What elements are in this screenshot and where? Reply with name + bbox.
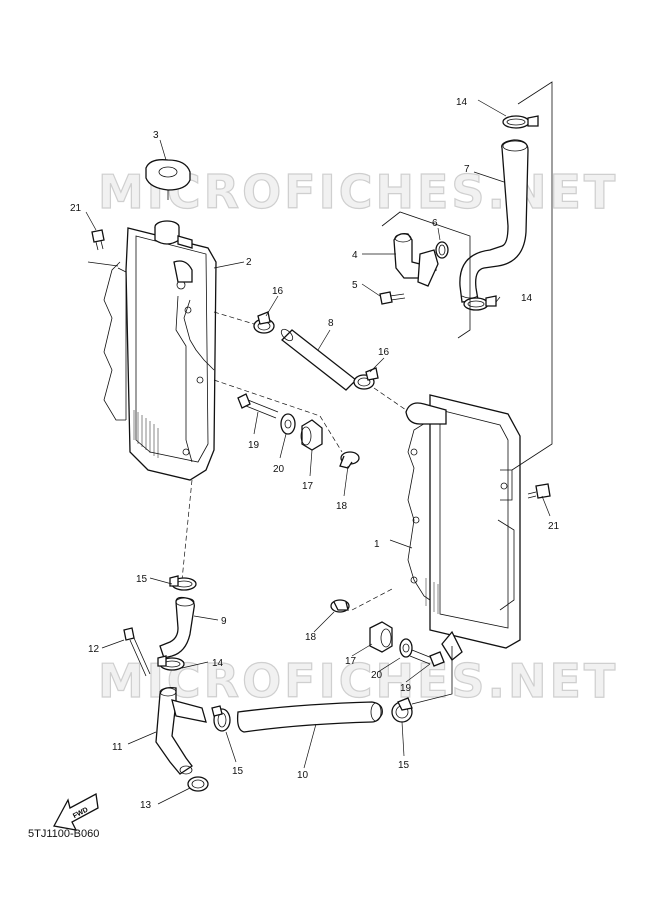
callout-2: 2 (246, 257, 252, 268)
clamp-15-lower-left (211, 705, 231, 732)
clamp-14-upper (502, 115, 539, 129)
damper-17-lower (369, 621, 393, 653)
callout-16-left: 16 (272, 286, 284, 297)
callout-13: 13 (140, 800, 152, 811)
callout-14-lower: 14 (212, 658, 224, 669)
joint-4 (393, 232, 439, 287)
callout-17-lower: 17 (345, 656, 357, 667)
callout-19-lower: 19 (400, 683, 412, 694)
bolt-21-right (527, 483, 551, 499)
callout-19-upper: 19 (248, 440, 260, 451)
callout-15-upper: 15 (136, 574, 148, 585)
fwd-arrow-icon: FWD (53, 792, 99, 831)
pipe-11 (155, 686, 207, 775)
callout-16-right: 16 (378, 347, 390, 358)
callout-1: 1 (374, 539, 380, 550)
callout-14-upper: 14 (456, 97, 468, 108)
leader-lines (85, 99, 551, 805)
bolt-19-upper (237, 393, 279, 419)
diagram-code: 5TJ1100-B060 (28, 828, 100, 840)
callout-15-lower-right: 15 (398, 760, 410, 771)
left-radiator (103, 220, 217, 481)
callout-14-middle: 14 (521, 293, 533, 304)
clamp-15-lower-right (391, 697, 413, 723)
callout-11: 11 (112, 742, 123, 753)
callout-15-lower-left: 15 (232, 766, 244, 777)
callout-8: 8 (328, 318, 334, 329)
callout-18-upper: 18 (336, 501, 348, 512)
bolt-5 (379, 291, 406, 305)
callout-21-left: 21 (70, 203, 82, 214)
callout-6: 6 (432, 218, 438, 229)
callout-12: 12 (88, 644, 100, 655)
washer-20-lower (399, 638, 413, 658)
o-ring-6 (435, 241, 449, 259)
callout-7: 7 (464, 164, 470, 175)
right-radiator (405, 394, 521, 661)
pipe-8 (280, 328, 357, 391)
callout-21-right: 21 (548, 521, 560, 532)
callout-20-lower: 20 (371, 670, 383, 681)
callout-4: 4 (352, 250, 358, 261)
o-ring-13 (187, 776, 209, 792)
callout-5: 5 (352, 280, 358, 291)
callout-18-lower: 18 (305, 632, 317, 643)
clamp-15-upper (169, 575, 197, 591)
hose-9 (159, 596, 195, 659)
callout-17-upper: 17 (302, 481, 314, 492)
hose-7 (459, 139, 529, 303)
bolt-21-left (91, 229, 105, 251)
clamp-16-right (353, 367, 379, 390)
collar-18-lower (330, 599, 350, 613)
callout-9: 9 (221, 616, 227, 627)
bolt-12 (123, 627, 151, 677)
hose-10 (236, 701, 383, 733)
callout-20-upper: 20 (273, 464, 285, 475)
radiator-cap (145, 159, 191, 200)
callout-10: 10 (297, 770, 309, 781)
damper-17-upper (300, 419, 323, 451)
bolt-19-lower (409, 649, 445, 667)
collar-18-upper (339, 451, 360, 469)
washer-20-upper (280, 413, 296, 435)
callout-3: 3 (153, 130, 159, 141)
clamp-16-left (253, 311, 275, 334)
clamp-14-lower (157, 655, 185, 671)
